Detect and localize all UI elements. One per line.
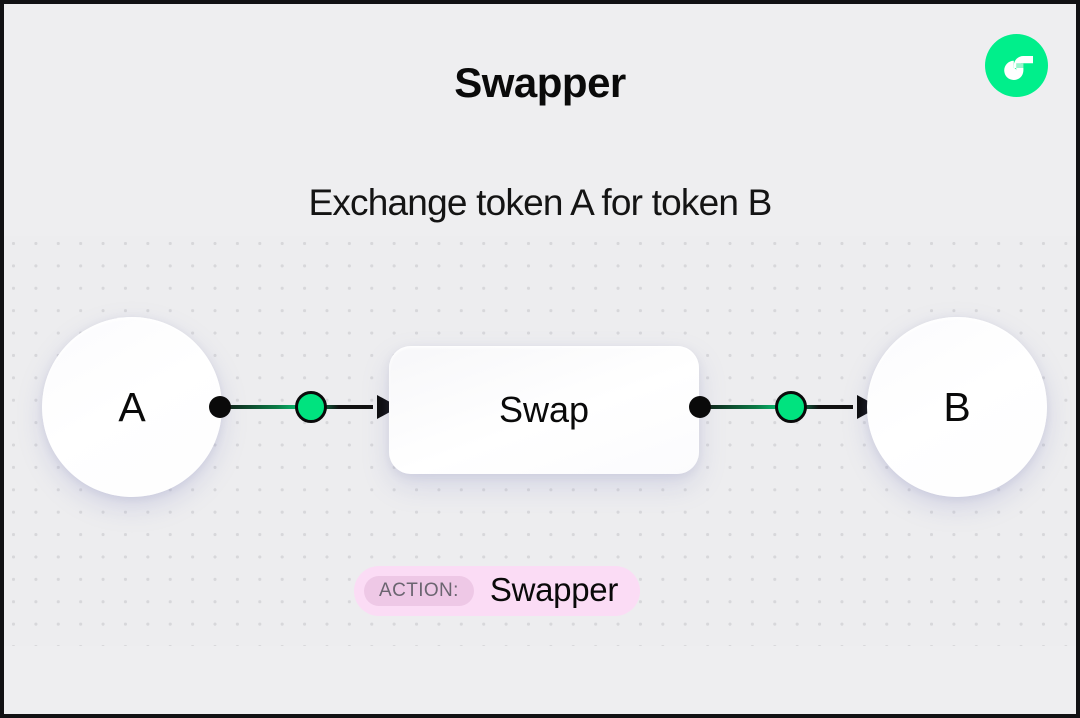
node-swap[interactable]: Swap <box>389 346 699 474</box>
action-badge: ACTION: Swapper <box>354 566 641 616</box>
node-token-b[interactable]: B <box>867 317 1047 497</box>
edge-marker-icon <box>295 391 327 423</box>
flow-logo-glyph <box>1003 55 1033 80</box>
edge-swap-to-token-b <box>689 387 879 427</box>
edge-marker-icon <box>775 391 807 423</box>
edge-token-a-to-swap <box>209 387 399 427</box>
page-title: Swapper <box>454 59 626 106</box>
page-subtitle: Exchange token A for token B <box>308 182 772 223</box>
edge-source-handle[interactable] <box>209 396 231 418</box>
edge-source-handle[interactable] <box>689 396 711 418</box>
diagram-canvas[interactable]: A Swap B <box>4 236 1076 646</box>
node-token-a[interactable]: A <box>42 317 222 497</box>
action-badge-tag: ACTION: <box>364 576 474 606</box>
flow-logo-icon <box>985 34 1048 97</box>
action-badge-value: Swapper <box>489 571 619 608</box>
